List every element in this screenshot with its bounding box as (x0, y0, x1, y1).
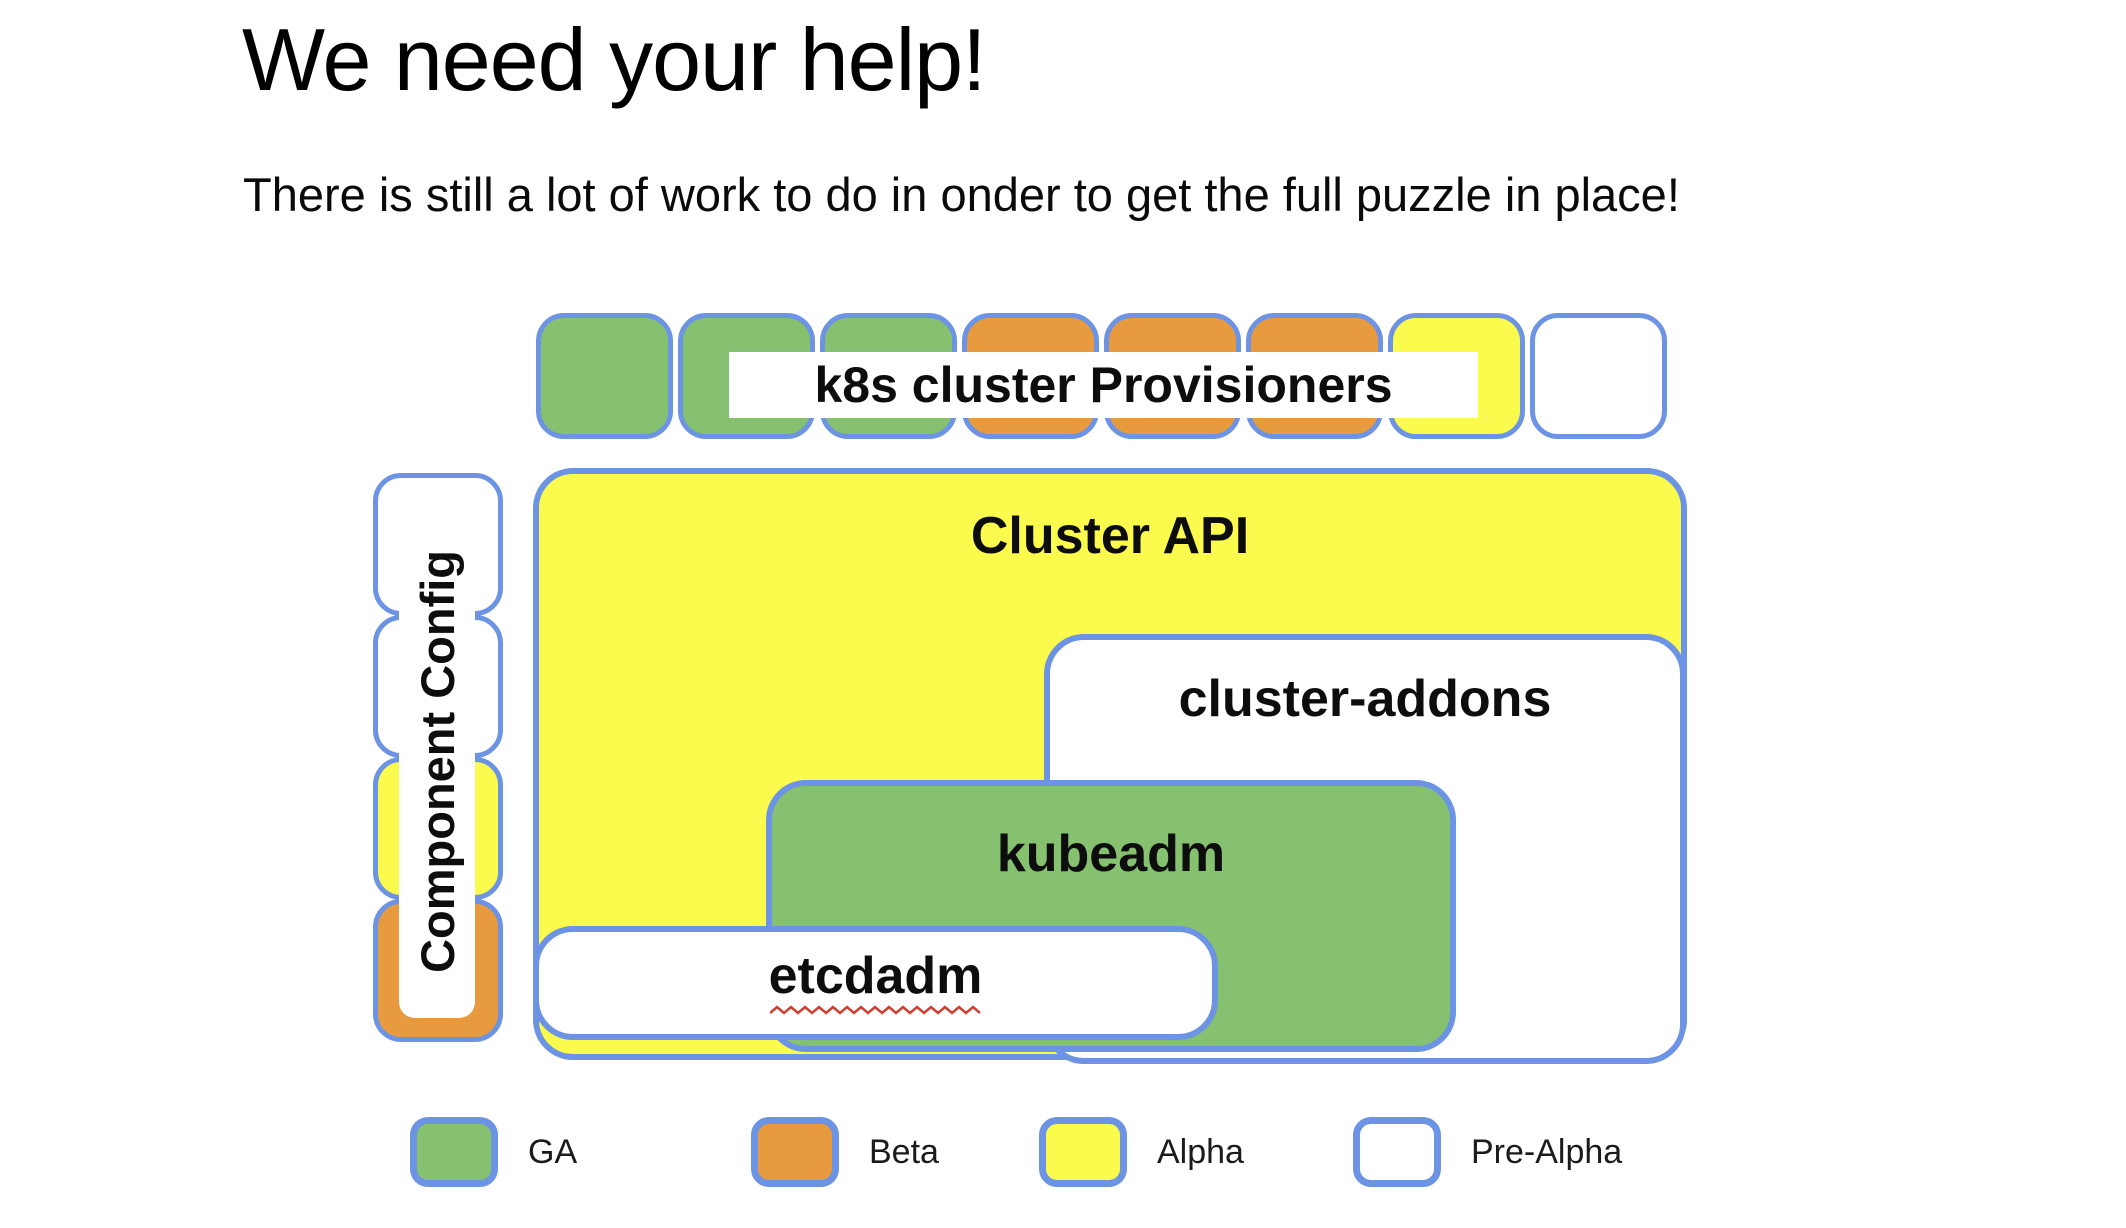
legend-swatch-alpha-icon (1039, 1117, 1127, 1187)
etcdadm-box: etcdadm (533, 926, 1218, 1040)
legend-swatch-beta-icon (751, 1117, 839, 1187)
puzzle-piece-ga (536, 313, 673, 439)
legend-item-pre-alpha: Pre-Alpha (1353, 1117, 1622, 1187)
cluster-api-label: Cluster API (970, 507, 1250, 565)
legend-item-beta: Beta (751, 1117, 939, 1187)
component-config-label-strip: Component Config (399, 505, 475, 1018)
legend-swatch-pre-alpha-icon (1353, 1117, 1441, 1187)
legend-label-ga: GA (528, 1132, 578, 1171)
legend-item-alpha: Alpha (1039, 1117, 1244, 1187)
legend-label-alpha: Alpha (1157, 1132, 1244, 1171)
provisioners-label: k8s cluster Provisioners (729, 352, 1478, 418)
cluster-addons-label: cluster-addons (1178, 670, 1552, 728)
legend-label-pre-alpha: Pre-Alpha (1471, 1132, 1623, 1171)
slide-title: We need your help! (242, 10, 987, 109)
legend-item-ga: GA (410, 1117, 577, 1187)
puzzle-piece-pre-alpha (1530, 313, 1667, 439)
component-config-label: Component Config (410, 550, 464, 973)
legend-label-beta: Beta (869, 1132, 939, 1171)
spellcheck-squiggle (769, 1005, 981, 1015)
slide-subtitle: There is still a lot of work to do in on… (243, 168, 1680, 221)
legend-swatch-ga-icon (410, 1117, 498, 1187)
kubeadm-label: kubeadm (996, 825, 1226, 883)
etcdadm-label: etcdadm (768, 947, 983, 1005)
spellcheck-squiggle-path (769, 1005, 981, 1015)
